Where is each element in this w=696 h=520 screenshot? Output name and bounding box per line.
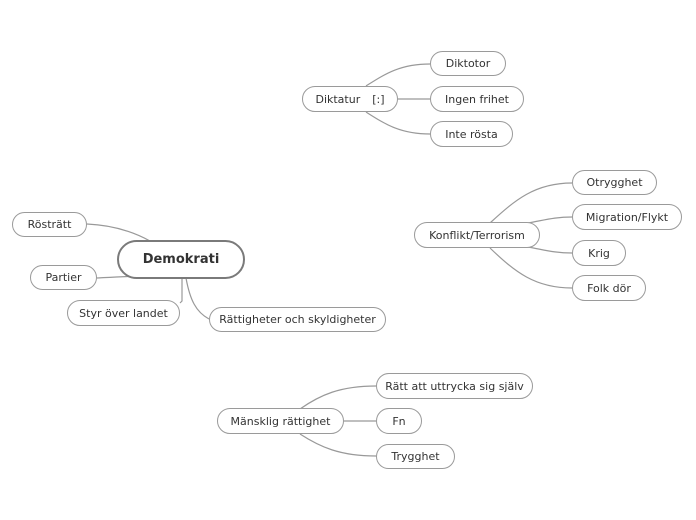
subtopic-label: Inte rösta xyxy=(445,127,498,141)
subtopic-label: Migration/Flykt xyxy=(585,210,669,224)
connector-otrygghet xyxy=(489,182,573,224)
subtopic-folk-dor[interactable]: Folk dör xyxy=(572,275,646,301)
topic-rostratt[interactable]: Rösträtt xyxy=(12,212,87,237)
topic-label: Rösträtt xyxy=(27,218,72,231)
connector-inte-rosta xyxy=(365,111,431,135)
subtopic-label: Trygghet xyxy=(391,450,440,463)
subtopic-krig[interactable]: Krig xyxy=(572,240,626,266)
subtopic-ingen-frihet[interactable]: Ingen frihet xyxy=(430,86,524,112)
topic-label: Rättigheter och skyldigheter xyxy=(219,313,376,326)
topic-label: Mänsklig rättighet xyxy=(230,414,331,428)
subtopic-label: Folk dör xyxy=(587,281,631,295)
subtopic-fn[interactable]: Fn xyxy=(376,408,422,434)
topic-label: Konflikt/Terrorism xyxy=(429,228,525,242)
connector-krig xyxy=(527,246,573,254)
connector-rostratt xyxy=(86,223,151,242)
topic-label: Diktatur xyxy=(315,92,361,106)
collapse-marker-icon[interactable]: [:] xyxy=(372,92,385,106)
connector-diktotor xyxy=(365,63,431,87)
subtopic-diktotor[interactable]: Diktotor xyxy=(430,51,506,76)
topic-label: Partier xyxy=(45,271,82,284)
connector-styr xyxy=(179,278,183,304)
topic-mansklig-rattighet[interactable]: Mänsklig rättighet xyxy=(217,408,344,434)
connector-rattigheter xyxy=(185,277,210,320)
central-topic-demokrati[interactable]: Demokrati xyxy=(117,240,245,279)
subtopic-ratt-att-uttrycka-sig[interactable]: Rätt att uttrycka sig själv xyxy=(376,373,533,399)
subtopic-label: Otrygghet xyxy=(586,176,643,189)
connector-migration xyxy=(527,216,573,224)
subtopic-otrygghet[interactable]: Otrygghet xyxy=(572,170,657,195)
subtopic-label: Krig xyxy=(588,246,610,260)
connector-folk-dor xyxy=(489,247,573,289)
subtopic-label: Ingen frihet xyxy=(445,92,509,106)
topic-styr-over-landet[interactable]: Styr över landet xyxy=(67,300,180,326)
topic-partier[interactable]: Partier xyxy=(30,265,97,290)
connector-trygghet xyxy=(299,433,377,457)
connector-ratt-att xyxy=(299,385,377,410)
subtopic-label: Rätt att uttrycka sig själv xyxy=(385,379,524,393)
topic-diktatur[interactable]: Diktatur [:] xyxy=(302,86,398,112)
topic-konflikt-terrorism[interactable]: Konflikt/Terrorism xyxy=(414,222,540,248)
topic-label: Styr över landet xyxy=(79,306,168,320)
central-topic-label: Demokrati xyxy=(142,252,220,267)
subtopic-migration-flykt[interactable]: Migration/Flykt xyxy=(572,204,682,230)
subtopic-label: Fn xyxy=(392,414,406,428)
subtopic-trygghet[interactable]: Trygghet xyxy=(376,444,455,469)
subtopic-inte-rosta[interactable]: Inte rösta xyxy=(430,121,513,147)
subtopic-label: Diktotor xyxy=(445,57,491,70)
topic-rattigheter-och-skyldigheter[interactable]: Rättigheter och skyldigheter xyxy=(209,307,386,332)
